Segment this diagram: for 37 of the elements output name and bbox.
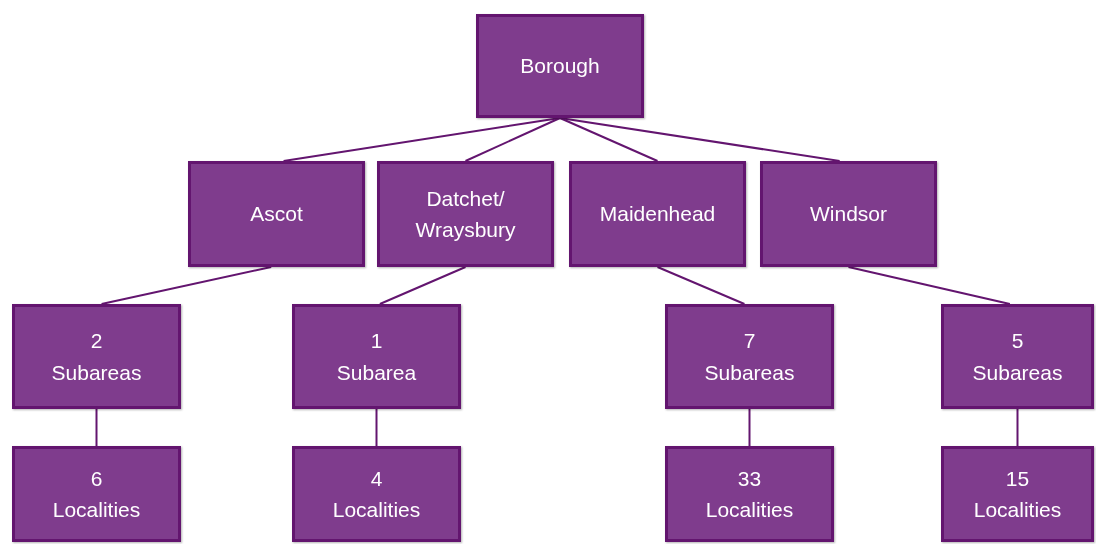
box-label: Ascot: [250, 201, 303, 228]
connector-line: [375, 408, 378, 447]
connector-line: [559, 117, 659, 162]
org-box: [292, 304, 461, 409]
org-box: [292, 446, 461, 542]
box-label: 15 Localities: [973, 465, 1062, 523]
org-box: [188, 161, 365, 267]
org-box: [377, 161, 554, 267]
box-label: 33 Localities: [705, 465, 794, 523]
connector-line: [748, 408, 751, 447]
connector-line: [378, 266, 467, 305]
box-label: Datchet/ Wraysbury: [415, 185, 516, 243]
connector-line: [847, 266, 1011, 305]
box-label: 7 Subareas: [704, 328, 795, 386]
connector-line: [100, 266, 273, 305]
box-label: Maidenhead: [599, 201, 716, 228]
box-label: Borough: [520, 53, 600, 80]
connector-line: [464, 117, 561, 162]
org-box: [760, 161, 937, 267]
box-label: 5 Subareas: [972, 328, 1063, 386]
org-box: [665, 304, 834, 409]
org-box: [569, 161, 746, 267]
box-label: Windsor: [810, 201, 887, 228]
box-label: 2 Subareas: [51, 328, 142, 386]
org-box: [12, 446, 181, 542]
org-box: [665, 446, 834, 542]
org-box: [941, 446, 1094, 542]
org-box: [941, 304, 1094, 409]
connector-line: [559, 117, 841, 162]
box-label: 4 Localities: [332, 465, 421, 523]
connector-line: [95, 408, 98, 447]
connector-line: [656, 266, 746, 305]
connector-line: [1016, 408, 1019, 447]
org-box: [476, 14, 644, 118]
box-label: 1 Subarea: [336, 328, 417, 386]
box-label: 6 Localities: [52, 465, 141, 523]
org-box: [12, 304, 181, 409]
